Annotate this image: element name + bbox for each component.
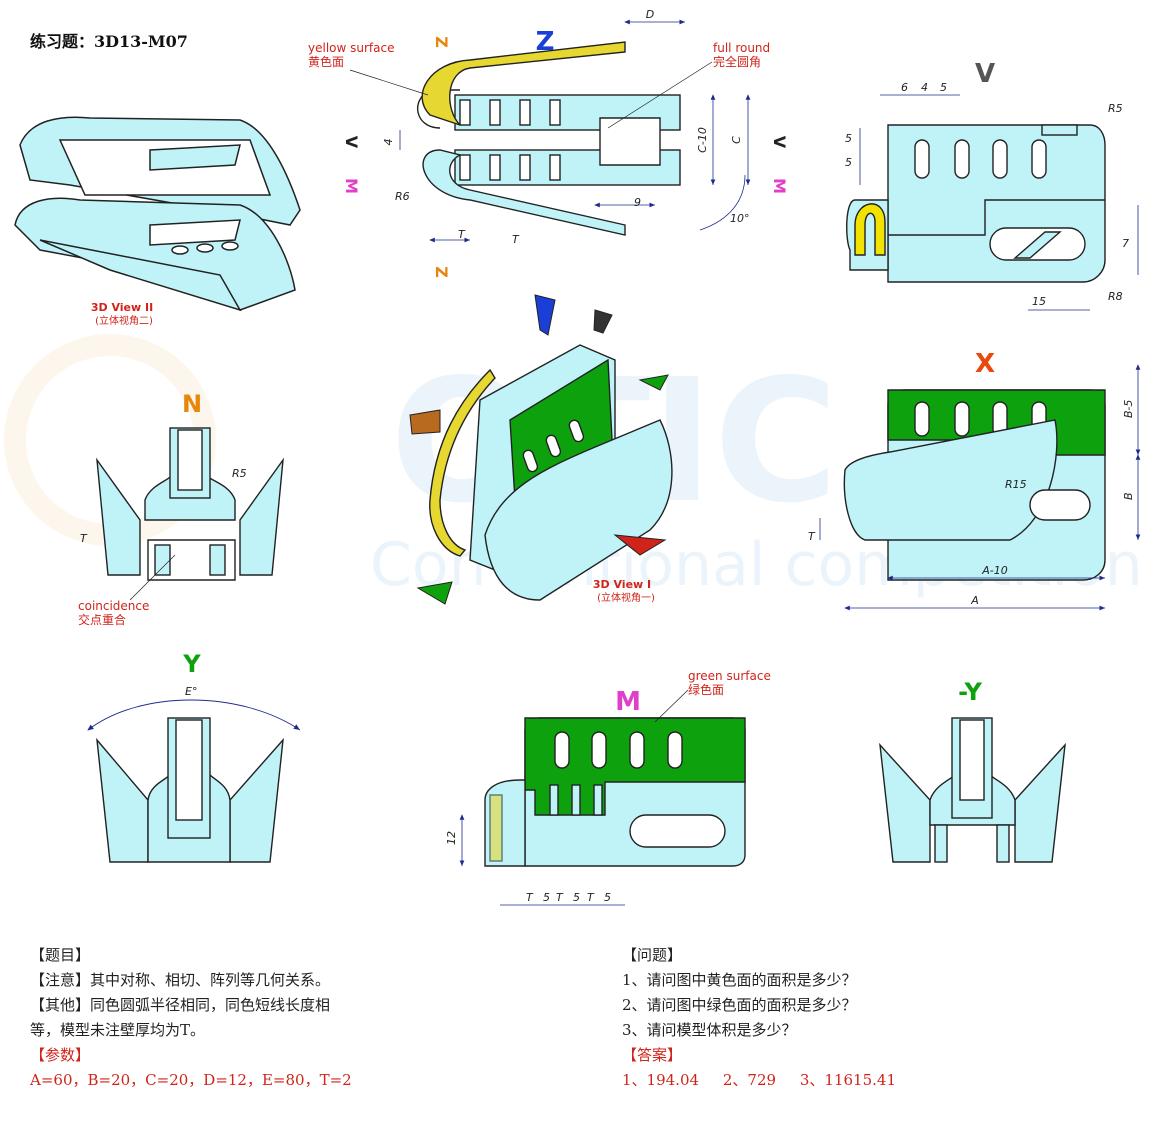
dim-a: A xyxy=(970,594,979,607)
view-x-label: X xyxy=(975,349,995,379)
view-3d-2 xyxy=(14,116,301,312)
other-line-2: 等，模型未注壁厚均为T。 xyxy=(30,1021,206,1039)
other-line-1: 【其他】同色圆弧半径相同，同色短线长度相 xyxy=(30,996,331,1014)
dim-5-m2: 5 xyxy=(573,891,580,904)
view-z xyxy=(417,41,681,236)
dim-4: 4 xyxy=(382,139,395,146)
arrow-z-top-label: Z xyxy=(432,36,451,48)
callout-green-cn: 绿色面 xyxy=(688,682,724,697)
dim-10deg: 10° xyxy=(730,212,750,225)
arrow-v-right-label: V xyxy=(770,136,789,149)
view-v-label: V xyxy=(975,59,995,89)
question-heading: 【问题】 xyxy=(622,946,683,964)
view-3d-1-sub: (立体视角一) xyxy=(597,591,655,604)
dim-r5-v: R5 xyxy=(1108,102,1123,115)
view-neg-y-label: -Y xyxy=(958,678,982,706)
dim-15: 15 xyxy=(1032,295,1046,308)
view-m xyxy=(484,717,746,867)
dim-t-x: T xyxy=(808,530,816,543)
view-v xyxy=(846,124,1106,283)
view-y xyxy=(96,717,284,863)
callout-coincidence-cn: 交点重合 xyxy=(78,612,126,627)
answer-values: 1、194.04 2、729 3、11615.41 xyxy=(622,1071,896,1089)
params-heading: 【参数】 xyxy=(30,1046,91,1064)
view-x xyxy=(843,389,1106,581)
view-neg-y xyxy=(879,717,1066,863)
callout-fullround-cn: 完全圆角 xyxy=(713,54,761,69)
dim-6: 6 xyxy=(901,81,908,94)
callout-yellow-cn: 黄色面 xyxy=(308,55,344,69)
view-n xyxy=(96,427,284,581)
view-3d-2-label: 3D View II xyxy=(91,301,153,314)
view-z-label: Z xyxy=(536,27,555,57)
view-y-label: Y xyxy=(182,650,201,678)
callout-green-en: green surface xyxy=(688,669,771,683)
dim-5-m1: 5 xyxy=(543,891,550,904)
dim-7: 7 xyxy=(1122,237,1129,250)
callout-fullround-en: full round xyxy=(713,41,770,55)
question-text-block: 【问题】 1、请问图中黄色面的面积是多少？ 2、请问图中绿色面的面积是多少？ 3… xyxy=(622,943,1142,1093)
dim-t-m2: T xyxy=(556,891,564,904)
dim-4-v: 4 xyxy=(921,81,928,94)
dim-5-v-a: 5 xyxy=(845,132,852,145)
question-1: 1、请问图中黄色面的面积是多少？ xyxy=(622,971,857,989)
view-3d-1-arrows xyxy=(409,294,669,605)
dim-r8: R8 xyxy=(1108,290,1123,303)
dim-t-n: T xyxy=(80,532,88,545)
dim-5-m3: 5 xyxy=(604,891,611,904)
dim-12: 12 xyxy=(445,831,458,845)
page-title: 练习题：3D13-M07 xyxy=(30,32,188,51)
dim-b: B xyxy=(1122,492,1135,500)
arrow-z-bottom-label: Z xyxy=(432,266,451,278)
callout-coincidence-en: coincidence xyxy=(78,599,149,613)
problem-text-block: 【题目】 【注意】其中对称、相切、阵列等几何关系。 【其他】同色圆弧半径相同，同… xyxy=(30,943,450,1093)
question-3: 3、请问模型体积是多少？ xyxy=(622,1021,797,1039)
view-v-dims xyxy=(859,94,1139,311)
dim-t-m1: T xyxy=(526,891,534,904)
dim-t-m3: T xyxy=(587,891,595,904)
problem-heading: 【题目】 xyxy=(30,946,91,964)
view-3d-1-label: 3D View I xyxy=(593,578,651,591)
dim-r5-n: R5 xyxy=(232,467,247,480)
dim-9: 9 xyxy=(634,196,641,209)
view-z-dims xyxy=(399,19,751,243)
dim-t-z: T xyxy=(458,228,466,241)
arrow-m-right-label: M xyxy=(770,178,789,194)
arrow-m-left-label: M xyxy=(342,178,361,194)
dim-t-z2: T xyxy=(512,233,520,246)
answer-heading: 【答案】 xyxy=(622,1046,683,1064)
dim-b-5: B-5 xyxy=(1122,400,1135,418)
dim-r6: R6 xyxy=(395,190,410,203)
dim-c-10: C-10 xyxy=(696,127,709,153)
dim-d: D xyxy=(646,8,654,21)
dim-5-v-b: 5 xyxy=(845,156,852,169)
dim-e: E° xyxy=(185,685,197,698)
view-m-label: M xyxy=(615,687,641,717)
view-x-dims xyxy=(819,364,1141,611)
view-n-label: N xyxy=(182,390,202,418)
view-3d-1 xyxy=(429,344,673,601)
params-values: A=60，B=20，C=20，D=12，E=80，T=2 xyxy=(30,1071,352,1089)
view-m-dims xyxy=(459,814,625,906)
callout-yellow-en: yellow surface xyxy=(308,41,394,55)
dim-c: C xyxy=(730,136,743,144)
arrow-v-left-label: V xyxy=(342,136,361,149)
view-3d-2-sub: (立体视角二) xyxy=(95,314,153,327)
dim-5-v: 5 xyxy=(940,81,947,94)
note-line: 【注意】其中对称、相切、阵列等几何关系。 xyxy=(30,971,331,989)
dim-a-10: A-10 xyxy=(981,564,1008,577)
dim-r15: R15 xyxy=(1005,478,1027,491)
question-2: 2、请问图中绿色面的面积是多少？ xyxy=(622,996,857,1014)
